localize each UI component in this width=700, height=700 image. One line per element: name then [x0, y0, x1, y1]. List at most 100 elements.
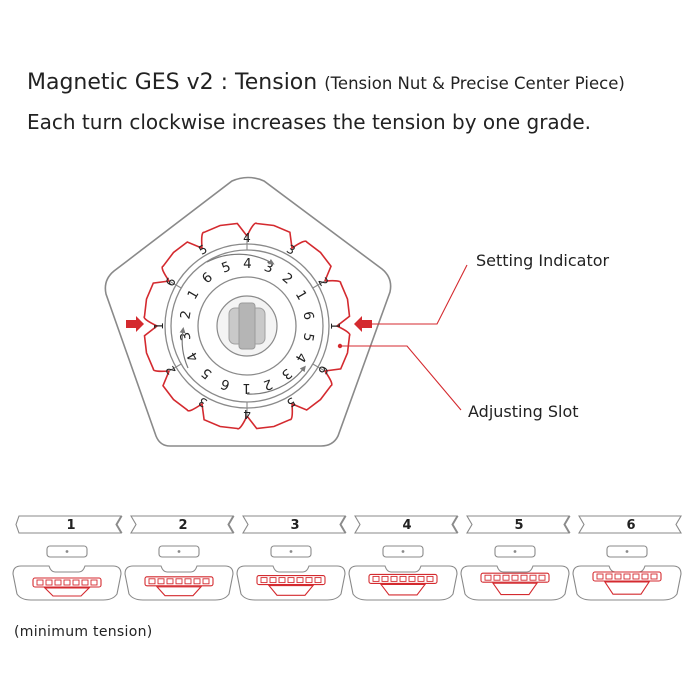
- grade-segment: [466, 515, 570, 534]
- grade-label: 6: [626, 518, 635, 533]
- spring-side: [603, 581, 651, 595]
- minimum-tension-note: (minimum tension): [14, 624, 153, 640]
- grade-segment: [354, 515, 458, 534]
- nut-thread: [81, 579, 89, 586]
- tension-nut-side: [32, 577, 102, 588]
- nut-thread: [63, 579, 71, 586]
- nut-thread: [426, 575, 434, 582]
- cube-piece-side: [572, 565, 682, 601]
- nut-thread: [511, 574, 519, 581]
- nut-thread: [36, 579, 44, 586]
- nut-thread: [623, 573, 631, 580]
- setting-indicator-arrow-right: [354, 316, 372, 332]
- page-subtitle: Each turn clockwise increases the tensio…: [27, 110, 592, 134]
- nut-thread: [296, 577, 304, 584]
- nut-thread: [166, 578, 174, 585]
- cube-piece-side: [124, 565, 234, 601]
- spring-side: [267, 585, 315, 596]
- nut-thread: [260, 577, 268, 584]
- grade-label: 1: [66, 518, 75, 533]
- outer-number: 1: [152, 322, 166, 330]
- nut-thread: [202, 578, 210, 585]
- grade-label: 2: [178, 518, 187, 533]
- cube-piece-side: [12, 565, 122, 601]
- nut-thread: [390, 575, 398, 582]
- magnet-core-slot-v: [238, 302, 256, 350]
- tension-nut-side: [368, 573, 438, 584]
- inner-number: 5: [299, 332, 316, 343]
- nut-thread: [650, 573, 658, 580]
- grade-segment: [578, 515, 682, 534]
- rotation-arrow-left: [179, 327, 189, 369]
- outer-number: 1: [328, 322, 342, 330]
- adjusting-slot-dot: [337, 343, 343, 349]
- spring-side: [43, 587, 91, 597]
- rotation-arrow-bottom: [246, 365, 306, 395]
- nut-thread: [305, 577, 313, 584]
- tension-nut-side: [592, 571, 662, 582]
- title-main: Magnetic GES v2 : Tension: [27, 70, 325, 95]
- nut-thread: [193, 578, 201, 585]
- nut-thread: [614, 573, 622, 580]
- grade-label: 3: [290, 518, 299, 533]
- tab-dot: [65, 550, 69, 553]
- tab-dot: [401, 550, 405, 553]
- nut-thread: [596, 573, 604, 580]
- nut-thread: [399, 575, 407, 582]
- outer-number: 4: [243, 407, 251, 421]
- inner-number: 2: [177, 309, 194, 320]
- nut-thread: [408, 575, 416, 582]
- nut-thread: [45, 579, 53, 586]
- dial-tick: [312, 363, 326, 372]
- outer-number: 4: [243, 231, 251, 245]
- spring-side: [155, 586, 203, 597]
- inner-number: 6: [299, 310, 316, 321]
- tab-dot: [625, 550, 629, 553]
- nut-thread: [175, 578, 183, 585]
- nut-thread: [529, 574, 537, 581]
- nut-thread: [484, 574, 492, 581]
- dial-tick: [168, 280, 182, 289]
- nut-thread: [520, 574, 528, 581]
- nut-thread: [632, 573, 640, 580]
- chevron: [564, 515, 571, 534]
- chevron: [452, 515, 459, 534]
- dial-ring-inner: [197, 276, 297, 376]
- setting-indicator-leader: [372, 264, 468, 325]
- tension-nut-side: [144, 576, 214, 587]
- grade-segment: [130, 515, 234, 534]
- page-title: Magnetic GES v2 : Tension (Tension Nut &…: [27, 70, 625, 95]
- rotation-arrow-top: [206, 253, 275, 265]
- tension-nut-side: [256, 575, 326, 586]
- tab-dot: [177, 550, 181, 553]
- nut-thread: [269, 577, 277, 584]
- nut-thread: [278, 577, 286, 584]
- nut-thread: [538, 574, 546, 581]
- nut-thread: [381, 575, 389, 582]
- nut-thread: [148, 578, 156, 585]
- grade-label: 4: [402, 518, 411, 533]
- tension-nut-side: [480, 572, 550, 583]
- dial-tick: [312, 280, 326, 289]
- grade-segment: [242, 515, 346, 534]
- spring-side: [379, 583, 427, 596]
- inner-number: 1: [242, 380, 251, 396]
- chevron: [228, 515, 235, 534]
- nut-thread: [72, 579, 80, 586]
- nut-thread: [54, 579, 62, 586]
- nut-thread: [314, 577, 322, 584]
- nut-thread: [641, 573, 649, 580]
- nut-thread: [184, 578, 192, 585]
- inner-number: 3: [177, 331, 194, 342]
- grade-segment: [15, 515, 122, 534]
- spring-side: [491, 582, 539, 596]
- setting-indicator-arrow-left: [126, 316, 144, 332]
- nut-thread: [287, 577, 295, 584]
- chevron: [116, 515, 123, 534]
- tab-dot: [513, 550, 517, 553]
- nut-thread: [372, 575, 380, 582]
- nut-thread: [493, 574, 501, 581]
- dial-tick: [168, 363, 182, 372]
